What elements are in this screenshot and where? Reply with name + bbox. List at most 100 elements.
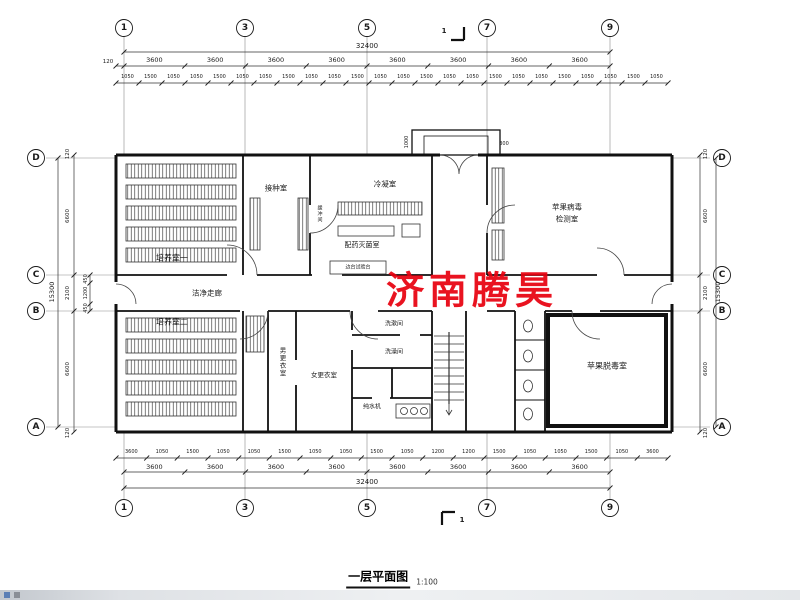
axis-top-9: 9 [606, 23, 614, 33]
dim-value: 1050 [121, 74, 134, 80]
room-label-men-changing: 男更衣室 [278, 347, 286, 377]
axis-top-1: 1 [120, 23, 128, 33]
dim-left-col-0: 120 [65, 148, 71, 160]
room-label-culture1: 培养室一 [156, 253, 188, 263]
axis-right-a: A [718, 422, 726, 432]
dim-right-col-0: 120 [703, 148, 709, 160]
drawing-scale: 1:100 [416, 577, 438, 587]
dim-left-outer: 15300 [48, 281, 56, 303]
dim-value: 1200 [431, 449, 445, 455]
dim-right-col-3: 6600 [703, 362, 709, 376]
dim-value: 1500 [420, 74, 433, 80]
label-bench: 边台试验台 [345, 264, 371, 271]
dim-value: 1050 [604, 74, 617, 80]
axis-bottom-9: 9 [606, 503, 614, 513]
dim-value: 3600 [328, 462, 345, 471]
detox-room-walls [546, 313, 668, 428]
section-marker-bottom: 1 [459, 516, 465, 524]
dim-value: 1050 [443, 74, 456, 80]
dim-value: 3600 [124, 449, 138, 455]
dim-value: 3600 [267, 55, 285, 64]
dim-value: 1050 [155, 449, 169, 455]
room-label-virus-line2: 检测室 [555, 214, 579, 224]
dim-value: 1050 [523, 449, 537, 455]
dim-row-top-small: 1050 1500 1050 1050 1500 1050 1050 1500 1050 1050… [116, 73, 668, 81]
dim-value: 3600 [571, 55, 588, 64]
dim-value: 1050 [339, 449, 353, 455]
dim-value: 1050 [466, 74, 479, 80]
axis-circles [27, 19, 731, 517]
dim-value: 1050 [400, 449, 414, 455]
entrance-porch [411, 129, 501, 156]
dim-left-col-2: 2100 [65, 286, 71, 300]
dim-value: 1500 [278, 449, 291, 455]
axis-top-3: 3 [241, 23, 249, 33]
dim-value: 1200 [462, 449, 475, 455]
dim-value: 1500 [370, 449, 383, 455]
room-label-washroom: 洗漱间 [384, 320, 404, 328]
screenshot-bottom-strip [0, 590, 800, 600]
dim-value: 1050 [512, 74, 525, 80]
dim-value: 1500 [627, 74, 640, 80]
dim-value: 3600 [449, 462, 467, 471]
dim-value: 3600 [510, 55, 528, 64]
dim-value: 1050 [216, 449, 230, 455]
dim-right-col-1: 6600 [703, 209, 709, 223]
dim-value: 1050 [615, 449, 629, 455]
axis-bottom-5: 5 [363, 503, 371, 513]
dim-value: 1050 [305, 74, 318, 80]
stairs [434, 332, 464, 416]
dim-left-inner-1: 1200 [83, 286, 89, 300]
dim-value: 1050 [247, 449, 261, 455]
dim-value: 3600 [206, 55, 224, 64]
drawing-title: 一层平面图 [346, 568, 411, 589]
room-label-buffer: 缓冲间 [316, 205, 323, 223]
equipment-benches [245, 167, 505, 353]
dim-value: 1500 [282, 74, 295, 80]
grid-lines [46, 36, 710, 500]
door-swings [115, 154, 673, 340]
outer-walls [114, 153, 674, 434]
dim-top-edge: 120 [102, 59, 114, 65]
axis-right-c: C [718, 270, 726, 280]
dim-value: 1500 [213, 74, 226, 80]
room-label-women-changing: 女更衣室 [311, 371, 337, 379]
room-label-water-machine: 纯水机 [362, 403, 382, 411]
dim-row-bottom-small: 3600 1050 1500 1050 1050 1500 1050 1050 1500 1050… [116, 448, 668, 456]
dim-value: 3600 [389, 462, 406, 471]
dim-right-outer: 15300 [714, 281, 722, 303]
dim-value: 3600 [389, 55, 406, 64]
dim-top-total: 32400 [355, 42, 379, 50]
dim-value: 1050 [167, 74, 180, 80]
dim-left-col-1: 6600 [65, 209, 71, 223]
watermark-text: 济南腾昊 [385, 268, 559, 313]
axis-right-b: B [718, 306, 726, 316]
room-label-culture2: 培养室二 [156, 317, 188, 327]
dim-value: 3600 [646, 449, 659, 455]
dim-value: 1500 [584, 449, 598, 455]
dim-value: 3600 [206, 462, 224, 471]
fixtures [400, 319, 533, 421]
axis-left-a: A [32, 422, 40, 432]
equipment-boxes [329, 223, 431, 419]
dim-bottom-total: 32400 [355, 478, 379, 486]
dim-left-col-3: 6600 [65, 362, 71, 376]
axis-top-7: 7 [483, 23, 491, 33]
dim-value: 1050 [374, 74, 387, 80]
room-label-detox: 苹果脱毒室 [587, 361, 627, 371]
room-label-condensation: 冷凝室 [373, 179, 397, 189]
room-label-bathroom: 洗澡间 [384, 348, 404, 356]
dim-value: 1050 [535, 74, 548, 80]
dim-left-inner-0: 450 [83, 274, 89, 284]
interior-walls [116, 155, 672, 432]
dim-right-col-2: 2100 [703, 286, 709, 300]
axis-bottom-3: 3 [241, 503, 249, 513]
room-label-inoculation: 接种室 [264, 183, 288, 193]
dim-value: 1050 [308, 449, 322, 455]
dim-porch-width: 300 [499, 141, 509, 147]
dimension-ticks [55, 49, 719, 491]
dim-value: 1050 [581, 74, 594, 80]
